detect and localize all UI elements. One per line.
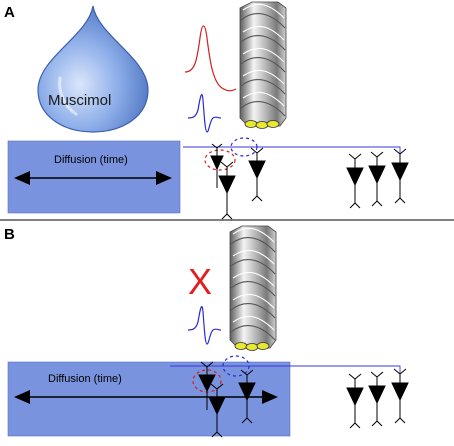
red-recording-field-a — [204, 149, 236, 171]
panel-b: B X Diffusion (time) — [4, 225, 409, 438]
panel-a: A Muscimol Diffusion (time) — [4, 1, 409, 220]
muscimol-drop — [37, 5, 149, 133]
panel-b-letter: B — [4, 226, 15, 243]
blue-recording-field-b — [222, 355, 250, 377]
neuron — [391, 368, 409, 424]
tetrode-b — [229, 225, 277, 351]
neuron — [210, 143, 224, 188]
blue-recording-field-a — [230, 137, 258, 157]
neuron — [218, 161, 236, 220]
diffusion-region-a — [7, 140, 181, 214]
diffusion-arrow-a — [14, 171, 172, 185]
neuron — [248, 147, 266, 202]
panel-a-letter: A — [4, 4, 15, 21]
blue-spike-waveform — [187, 94, 222, 133]
muscimol-label: Muscimol — [48, 92, 111, 109]
red-spike-waveform — [184, 25, 237, 92]
neuron — [391, 148, 409, 204]
blue-spike-waveform-b — [187, 306, 222, 345]
diffusion-arrow-b — [14, 390, 278, 404]
neuron — [368, 151, 386, 207]
diffusion-label-a: Diffusion (time) — [54, 154, 128, 166]
tetrode-a — [239, 1, 287, 129]
neuron — [198, 361, 216, 410]
neuron — [346, 373, 364, 429]
neuron — [346, 153, 364, 209]
neuron — [238, 369, 256, 424]
neuron — [368, 371, 386, 427]
diffusion-label-b: Diffusion (time) — [48, 373, 122, 385]
x-mark: X — [188, 261, 212, 302]
diffusion-region-b — [7, 361, 291, 437]
